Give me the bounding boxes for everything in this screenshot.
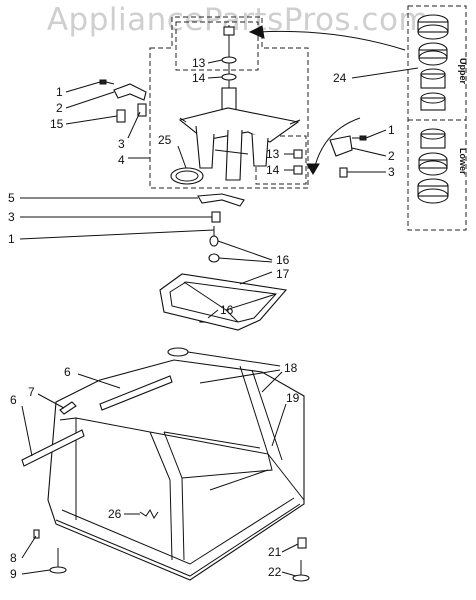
callout-13-box: 13 — [266, 147, 280, 161]
callout-14: 14 — [192, 71, 206, 85]
lower-label: Lower — [458, 148, 468, 175]
callout-21: 21 — [268, 545, 282, 559]
callout-7: 7 — [28, 385, 35, 399]
callout-2: 2 — [56, 101, 63, 115]
upper-label: Upper — [458, 58, 468, 85]
lower-clip-parts — [197, 193, 245, 240]
callout-14-box: 14 — [266, 163, 280, 177]
seal-ring — [170, 167, 204, 185]
callout-3-right: 3 — [388, 165, 395, 179]
gearcase-body — [178, 107, 301, 181]
callout-1-right: 1 — [388, 123, 395, 137]
right-bracket-parts — [293, 135, 367, 178]
callout-6: 6 — [64, 365, 71, 379]
callout-19: 19 — [286, 391, 300, 405]
spring — [139, 509, 159, 519]
callout-16-lower: 16 — [220, 303, 234, 317]
callout-8: 8 — [10, 551, 17, 565]
callout-3: 3 — [118, 137, 125, 151]
bearing-inset: Upper Lower — [407, 5, 468, 231]
callout-17: 17 — [276, 267, 290, 281]
arrow-to-upper-bearing — [257, 30, 406, 51]
callout-9: 9 — [10, 567, 17, 581]
left-bracket-parts — [99, 79, 147, 123]
callout-3-lower: 3 — [8, 210, 15, 224]
callout-6-left: 6 — [10, 393, 17, 407]
callout-26: 26 — [108, 507, 122, 521]
callout-4: 4 — [118, 153, 125, 167]
tub-support — [159, 273, 288, 331]
watermark-text: AppliancePartsPros.com — [46, 2, 430, 38]
callout-1: 1 — [56, 85, 63, 99]
callout-1-lower: 1 — [8, 232, 15, 246]
callout-15: 15 — [50, 117, 64, 131]
callout-24: 24 — [333, 71, 347, 85]
leader-lines — [19, 59, 419, 577]
arrow-to-lower-bearing — [314, 117, 361, 167]
rails — [21, 375, 173, 467]
callout-22: 22 — [268, 565, 282, 579]
callout-5: 5 — [8, 191, 15, 205]
callout-2-right: 2 — [388, 149, 395, 163]
callout-25: 25 — [158, 133, 172, 147]
callout-13: 13 — [192, 56, 206, 70]
base-frame — [47, 359, 305, 581]
callout-18: 18 — [284, 361, 298, 375]
callout-labels: 1 2 15 3 4 25 13 14 24 1 2 3 13 14 5 3 1… — [8, 56, 395, 581]
callout-16: 16 — [276, 253, 290, 267]
